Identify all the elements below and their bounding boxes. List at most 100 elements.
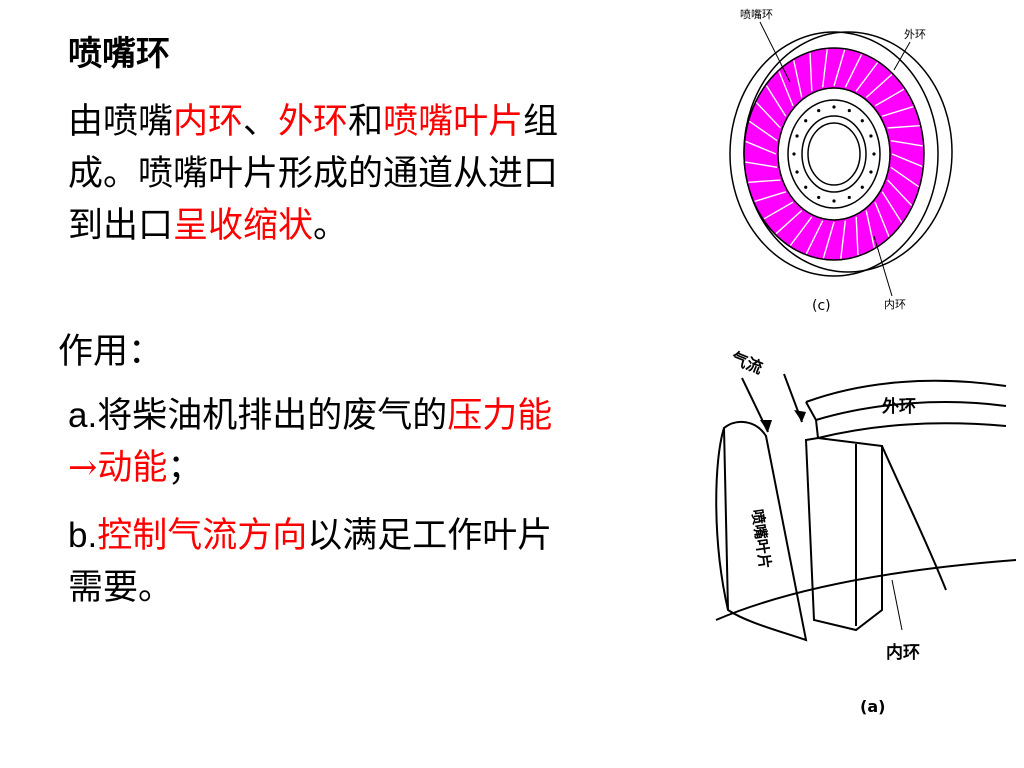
inner-bore [801, 115, 867, 193]
blade-line [855, 62, 879, 92]
text-span: ； [167, 448, 203, 488]
label-outer-ring: 外环 [904, 28, 926, 41]
figure-caption-a: (a) [860, 697, 885, 716]
blade-line [840, 220, 847, 259]
inner-hub-ring [787, 99, 881, 209]
function-item-a: a.将柴油机排出的废气的压力能→动能； [68, 390, 568, 494]
nozzle-ring-figure: 喷嘴环 外环 内环 (c) [729, 8, 953, 314]
blade-line [833, 49, 846, 87]
blade-line [855, 216, 859, 256]
blade-line [865, 210, 875, 248]
function-item-b: b.控制气流方向以满足工作叶片需要。 [68, 510, 568, 614]
blade-line [844, 53, 863, 88]
blade-lines [745, 49, 923, 259]
hub-bolt [869, 170, 873, 174]
front-blade [722, 420, 808, 642]
outer-ring-top-edge [805, 379, 1007, 403]
hub-bolt [869, 134, 873, 138]
highlight-flow-direction: 控制气流方向 [97, 516, 308, 556]
hub-bolt [872, 152, 876, 156]
second-blade [804, 436, 883, 632]
outer-ring-bottom [817, 422, 1007, 439]
blade-line [821, 49, 828, 88]
hub-bolt [817, 108, 821, 113]
blade-line [778, 71, 794, 107]
arrowhead-2 [794, 410, 806, 422]
blade-line [809, 52, 813, 92]
blade-line [789, 216, 813, 246]
highlight-nozzle-blade: 喷嘴叶片 [383, 102, 524, 142]
label-nozzle-ring: 喷嘴环 [740, 8, 773, 21]
blade-line [749, 120, 778, 142]
text-span: 将柴油机排出的废气的 [97, 396, 448, 436]
text-span: 和 [348, 102, 384, 142]
blade-line [887, 179, 913, 206]
leader-inner-ring [873, 235, 893, 297]
blade-line [874, 201, 890, 237]
hub-bolt [832, 199, 836, 203]
hub-bolt [795, 170, 799, 174]
figure-caption-c: (c) [812, 298, 831, 314]
hub-bolts [792, 105, 876, 203]
highlight-inner-ring: 内环 [173, 102, 244, 142]
blade-line [881, 191, 903, 223]
text-span: 。 [313, 206, 349, 246]
blade-line [755, 102, 781, 129]
hub-bolt [792, 152, 796, 156]
hub-bolt [804, 185, 808, 189]
blade-line [754, 191, 786, 203]
text-span: 、 [243, 102, 279, 142]
text-span: 由喷嘴 [68, 102, 174, 142]
blade-line [822, 221, 835, 259]
blade-line [891, 153, 923, 168]
blade-line [865, 73, 893, 98]
leader-inner-ring-a [891, 579, 903, 631]
hub-bolt [832, 105, 836, 109]
blade-line [748, 179, 781, 183]
blade-line [874, 88, 905, 107]
blade-line [805, 220, 824, 255]
outer-ring-inner-edge [815, 401, 1007, 421]
hub-bolt [847, 195, 851, 200]
blade-line [775, 210, 803, 235]
outer-ring-side [815, 419, 819, 439]
inner-ring-edge [715, 559, 1016, 621]
highlight-energy: 压力能→动能 [68, 396, 553, 488]
hub-bolt [860, 119, 864, 123]
hub-bolt [847, 108, 851, 113]
function-heading: 作用： [58, 332, 164, 372]
blade-line [882, 105, 914, 117]
label-inner-ring: 内环 [884, 297, 906, 311]
inner-bore-edge [807, 122, 861, 186]
description-paragraph: 由喷嘴内环、外环和喷嘴叶片组成。喷嘴叶片形成的通道从进口到出口呈收缩状。 [68, 96, 568, 252]
blade-line [890, 140, 923, 147]
blade-line [745, 140, 777, 155]
nozzle-blade-figure: 气流 外环 喷嘴叶片 内环 (a) [715, 348, 1016, 716]
text-span: 组成。喷嘴叶片形成的通道从进口到出口 [68, 102, 559, 246]
hub-bolt [817, 195, 821, 200]
outer-ring-end [805, 401, 817, 421]
label-inner-ring-a: 内环 [886, 642, 920, 663]
hub-bolt [860, 185, 864, 189]
leader-outer-ring [893, 41, 911, 71]
item-prefix: b. [68, 516, 98, 555]
blade-line [887, 125, 920, 129]
third-blade-edge [881, 445, 947, 591]
blade-line [765, 85, 787, 117]
arrowhead-1 [760, 420, 772, 432]
blade-line [763, 201, 794, 220]
text-span: 以满足工作叶片需要。 [68, 516, 553, 608]
hub-bolt [804, 119, 808, 123]
label-airflow: 气流 [728, 348, 766, 378]
blade-line [793, 60, 803, 98]
blade-line [745, 161, 778, 168]
highlight-outer-ring: 外环 [278, 102, 349, 142]
label-outer-ring-a: 外环 [882, 396, 916, 417]
blade-line [890, 166, 919, 188]
hub-bolt [795, 134, 799, 138]
outer-rim-front [729, 31, 939, 277]
front-blade-edge [715, 427, 729, 611]
slide-title: 喷嘴环 [68, 34, 170, 74]
leader-nozzle-ring [759, 21, 791, 83]
item-prefix: a. [68, 396, 98, 435]
